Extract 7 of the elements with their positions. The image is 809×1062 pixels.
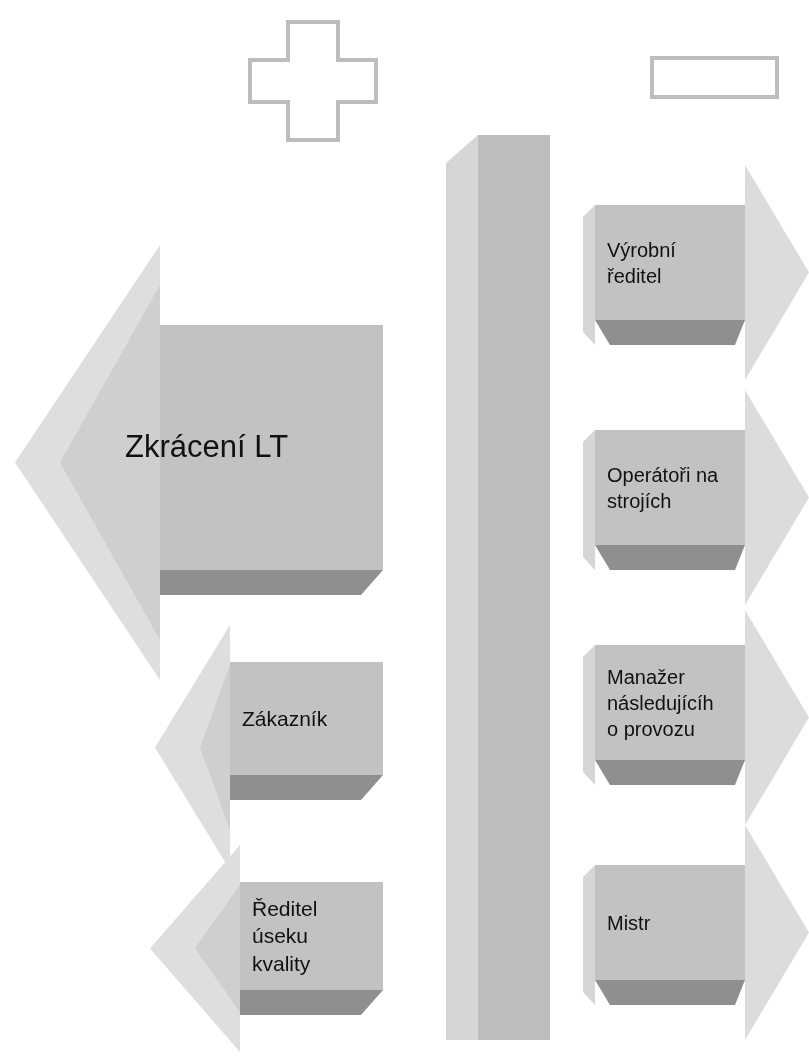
arrow-label: Zkrácení LT bbox=[125, 428, 290, 467]
arrow-label: Výrobní ředitel bbox=[607, 237, 677, 289]
arrow-label: Ředitel úseku kvality bbox=[252, 896, 319, 977]
arrow-label: Mistr bbox=[607, 910, 652, 936]
arrow-label: Zákazník bbox=[242, 705, 329, 732]
arrow-label: Operátoři na strojích bbox=[607, 462, 720, 514]
arrow-label: Manažer následujícíh o provozu bbox=[607, 664, 715, 742]
